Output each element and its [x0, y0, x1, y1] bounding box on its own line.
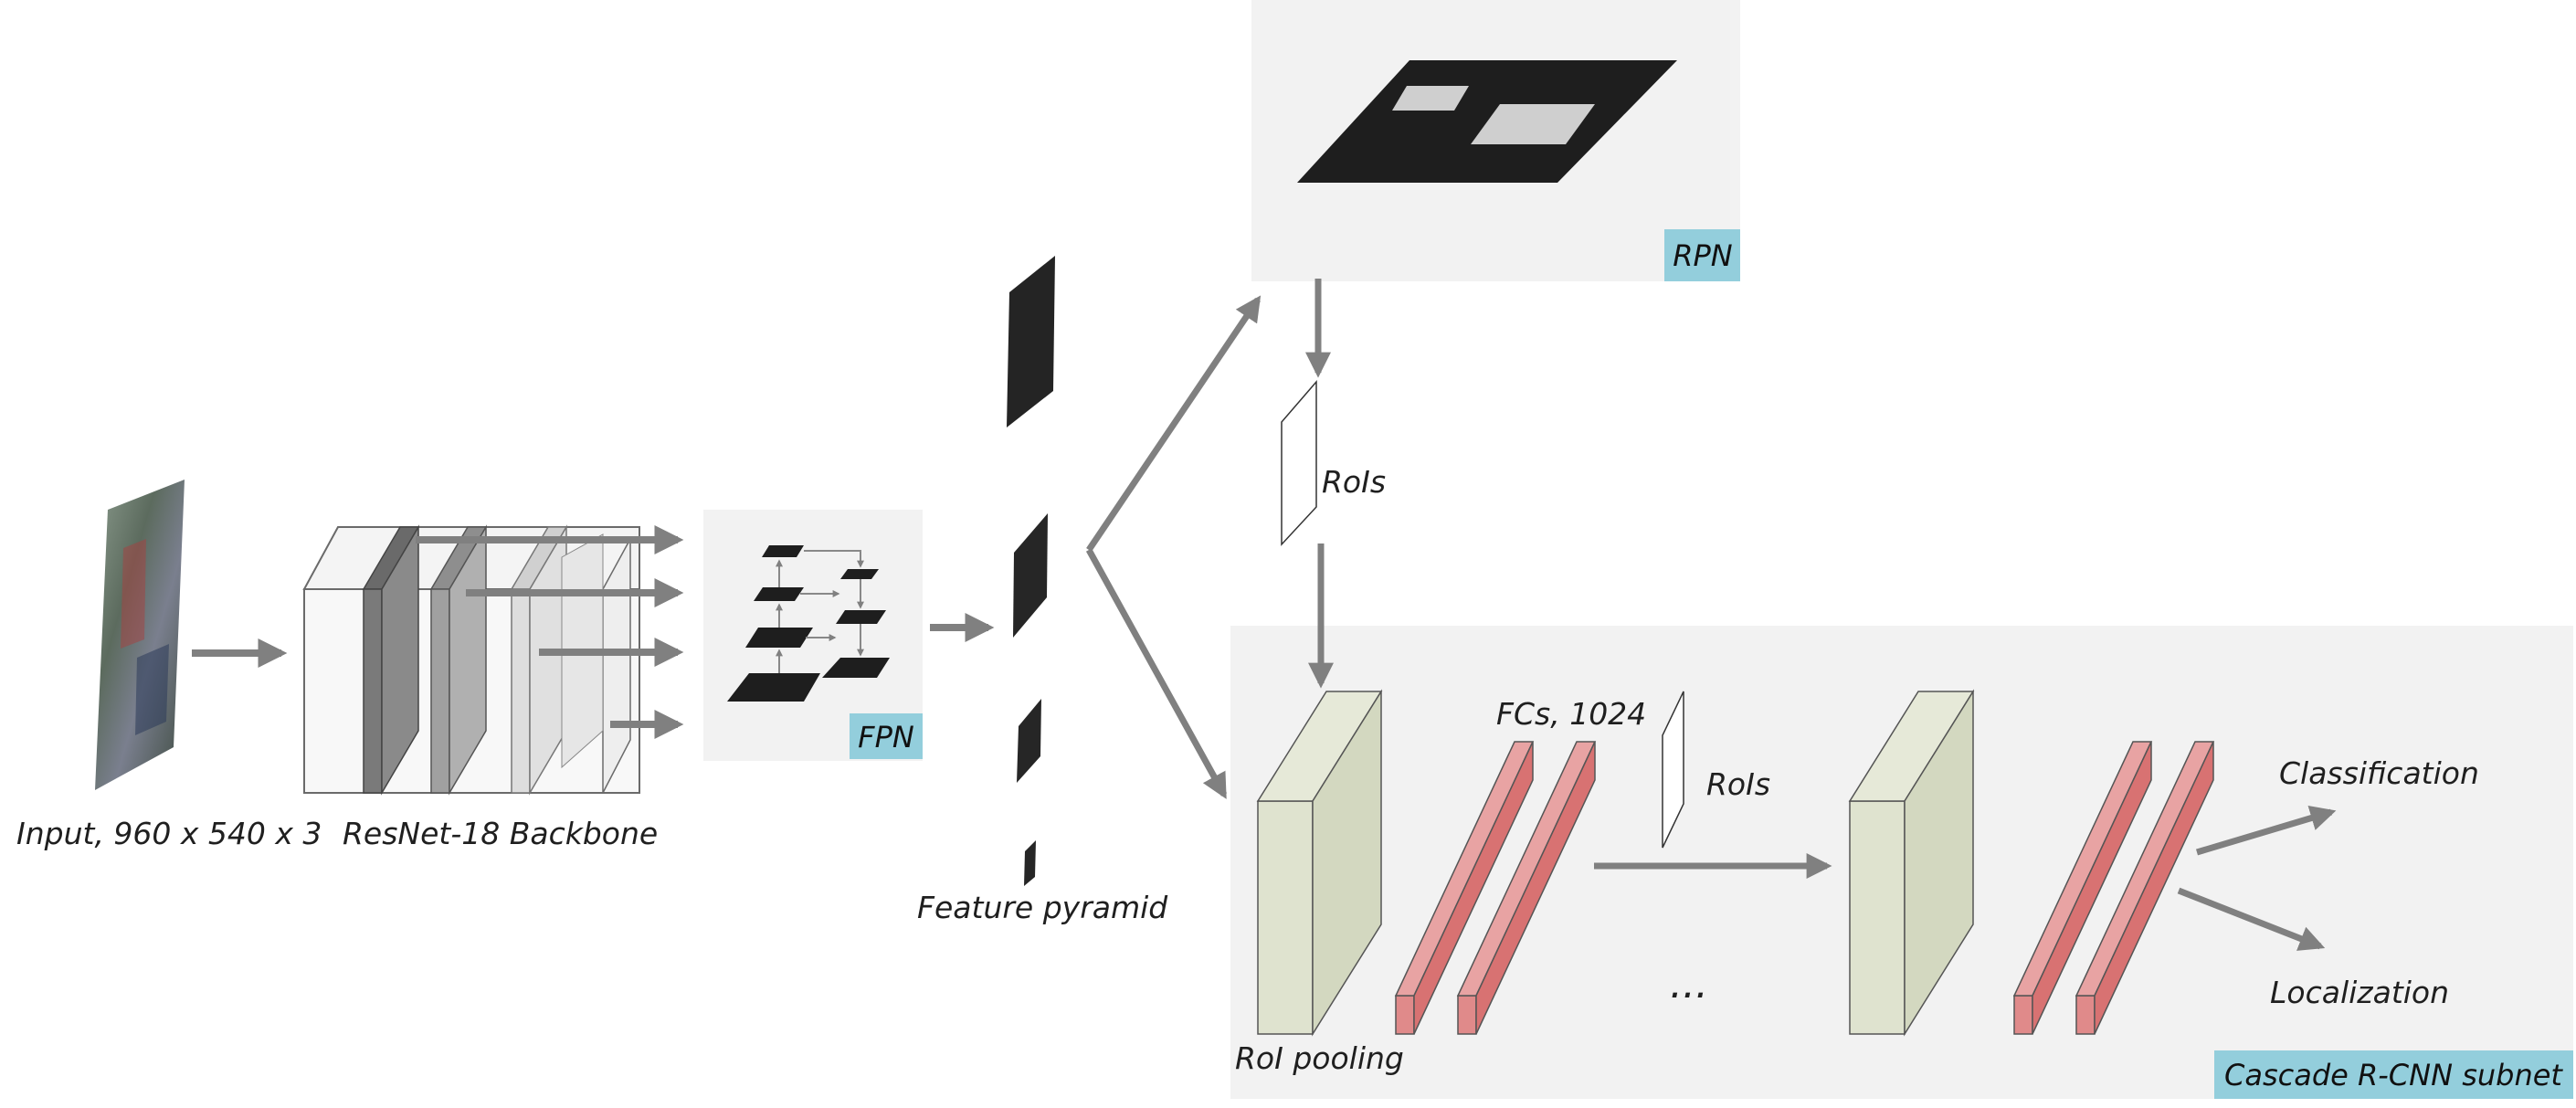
rois-top-plane: [1281, 379, 1317, 546]
feature-pyramid-label: Feature pyramid: [917, 890, 1168, 925]
backbone-label: ResNet-18 Backbone: [343, 816, 658, 851]
fork-left-arrow: [1086, 295, 1262, 552]
roi-pooling-box-2: [1848, 689, 1975, 1037]
input-image: [95, 480, 185, 790]
cascade-tag: Cascade R-CNN subnet: [2224, 1058, 2563, 1092]
rpn-feature-map: [1297, 60, 1677, 183]
rois-mid-plane: [1662, 691, 1684, 849]
backbone-block: [302, 524, 640, 796]
fc-layers-2: [2012, 741, 2215, 1035]
fcs-label: FCs, 1024: [1496, 696, 1646, 732]
feature-pyramid: [1007, 256, 1055, 886]
fork-right-arrow: [1085, 548, 1228, 799]
fpn-mini-diagram: [727, 545, 890, 702]
roi-pooling-label: RoI pooling: [1235, 1040, 1404, 1076]
rpn-tag: RPN: [1673, 238, 1733, 273]
input-label: Input, 960 x 540 x 3: [16, 816, 322, 851]
fpn-tag: FPN: [858, 720, 914, 754]
rois-mid-label: RoIs: [1706, 766, 1770, 802]
ellipsis: ...: [1670, 961, 1708, 1008]
rois-top-label: RoIs: [1322, 464, 1386, 500]
arrow-classification: [2195, 806, 2337, 856]
rpn-tag-bg: [1664, 229, 1740, 281]
fc-layers-1: [1394, 741, 1597, 1035]
fpn-tag-bg: [850, 713, 923, 759]
classification-label: Classification: [2279, 755, 2479, 791]
cascade-tag-bg: [2214, 1050, 2573, 1099]
localization-label: Localization: [2270, 975, 2449, 1010]
roi-pooling-box: [1256, 689, 1383, 1037]
arrow-localization: [2177, 887, 2326, 951]
